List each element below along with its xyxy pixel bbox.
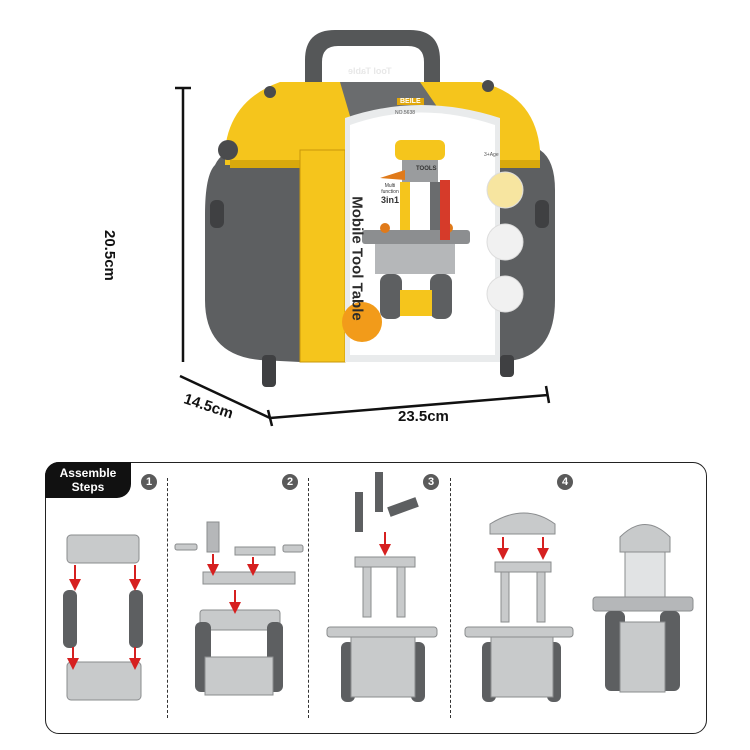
lid-label: Tool Table: [348, 66, 392, 76]
step-divider-2: [308, 478, 309, 718]
step-4-illustration: [464, 512, 574, 702]
assemble-steps-tag: Assemble Steps: [45, 462, 131, 498]
box-product-preview: [362, 140, 470, 319]
step-2-illustration: [174, 521, 304, 696]
brand-logo: BEILE: [397, 98, 424, 105]
badge-main: 3in1: [380, 195, 399, 205]
multi-function-badge: Multi function 3in1: [370, 183, 410, 205]
step-1-illustration: [63, 534, 143, 701]
height-label: 20.5cm: [101, 230, 118, 281]
brand-model: NO.5638: [395, 110, 416, 116]
step-number-1: 1: [141, 474, 157, 490]
step-divider-1: [167, 478, 168, 718]
assemble-steps-panel: [45, 462, 707, 734]
box-title: Mobile Tool Table: [348, 196, 366, 321]
badge-line2: function: [381, 189, 399, 195]
usage-thumbnails: [486, 171, 524, 313]
case-left-side: [205, 150, 300, 362]
age-label: 3+Age: [484, 152, 499, 158]
badge-line1: Multi: [384, 183, 396, 189]
assembled-product: [592, 524, 694, 693]
height-dimension-line: [175, 86, 191, 362]
side-panel-yellow: [300, 150, 345, 362]
step-number-3: 3: [423, 474, 439, 490]
step-3-illustration: [326, 472, 438, 702]
width-label: 23.5cm: [398, 408, 449, 425]
width-dimension-line: [269, 385, 551, 420]
step-number-2: 2: [282, 474, 298, 490]
info-sticker: [342, 302, 382, 342]
step-divider-3: [450, 478, 451, 718]
product-illustration: [175, 30, 555, 427]
handle: [305, 30, 440, 92]
assembly-illustrations: [63, 472, 694, 702]
step-number-4: 4: [557, 474, 573, 490]
hood-label: TOOLS: [416, 166, 437, 172]
